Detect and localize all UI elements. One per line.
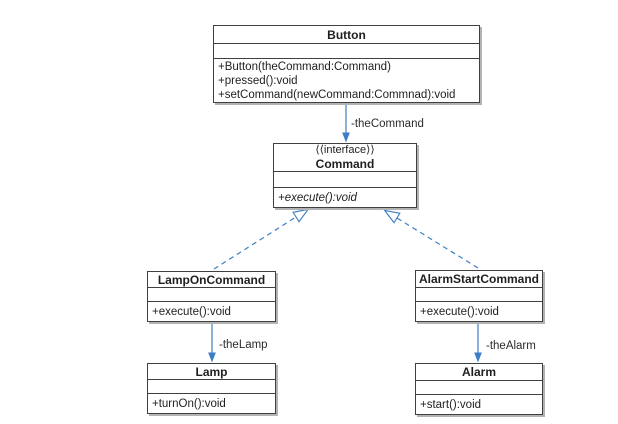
edge-label-the-lamp: -theLamp <box>219 339 268 351</box>
class-title-compartment: LampOnCommand <box>148 272 275 288</box>
class-name-lamp-on-command: LampOnCommand <box>157 272 266 287</box>
methods-compartment: +execute():void <box>148 302 275 321</box>
methods-compartment: +execute():void <box>274 188 416 207</box>
edge-label-the-command: -theCommand <box>351 118 424 130</box>
class-box-command[interactable]: ⟨⟨interface⟩⟩ Command +execute():void <box>273 143 417 208</box>
realization-lamponcommand-command <box>213 217 296 270</box>
class-title-compartment: ⟨⟨interface⟩⟩ Command <box>274 144 416 172</box>
class-title-compartment: Button <box>214 26 479 44</box>
attributes-compartment <box>148 380 275 394</box>
class-title-compartment: AlarmStartCommand <box>416 271 542 288</box>
class-box-lamp-on-command[interactable]: LampOnCommand +execute():void <box>147 271 276 322</box>
class-name-command: Command <box>315 157 375 171</box>
class-box-alarm[interactable]: Alarm +start():void <box>415 363 543 415</box>
method-label: +setCommand(newCommand:Commnad):void <box>218 89 456 101</box>
method-label: +start():void <box>420 399 482 411</box>
class-title-compartment: Alarm <box>416 364 542 381</box>
class-name-alarm-start-command: AlarmStartCommand <box>418 272 540 286</box>
attributes-compartment <box>416 381 542 395</box>
method-label: +execute():void <box>420 306 499 318</box>
method-label: +Button(theCommand:Command) <box>218 61 391 73</box>
method-label: +turnOn():void <box>152 398 226 410</box>
class-name-lamp: Lamp <box>195 364 228 379</box>
class-box-button[interactable]: Button +Button(theCommand:Command) +pres… <box>213 25 480 103</box>
attributes-compartment <box>148 288 275 302</box>
class-name-alarm: Alarm <box>461 365 496 379</box>
edge-label-the-alarm: -theAlarm <box>486 340 536 352</box>
class-name-button: Button <box>327 27 366 42</box>
method-label: +execute():void <box>278 192 357 204</box>
class-title-compartment: Lamp <box>148 364 275 380</box>
methods-compartment: +execute():void <box>416 302 542 321</box>
class-box-lamp[interactable]: Lamp +turnOn():void <box>147 363 276 414</box>
method-label: +execute():void <box>152 306 231 318</box>
attributes-compartment <box>416 288 542 302</box>
methods-compartment: +start():void <box>416 395 542 414</box>
attributes-compartment <box>274 172 416 188</box>
stereotype-label: ⟨⟨interface⟩⟩ <box>315 144 375 156</box>
method-label: +pressed():void <box>218 75 298 87</box>
attributes-compartment <box>214 44 479 59</box>
methods-compartment: +turnOn():void <box>148 394 275 413</box>
class-box-alarm-start-command[interactable]: AlarmStartCommand +execute():void <box>415 270 543 322</box>
methods-compartment: +Button(theCommand:Command) +pressed():v… <box>214 59 479 102</box>
realization-alarmstartcommand-command <box>397 218 479 269</box>
